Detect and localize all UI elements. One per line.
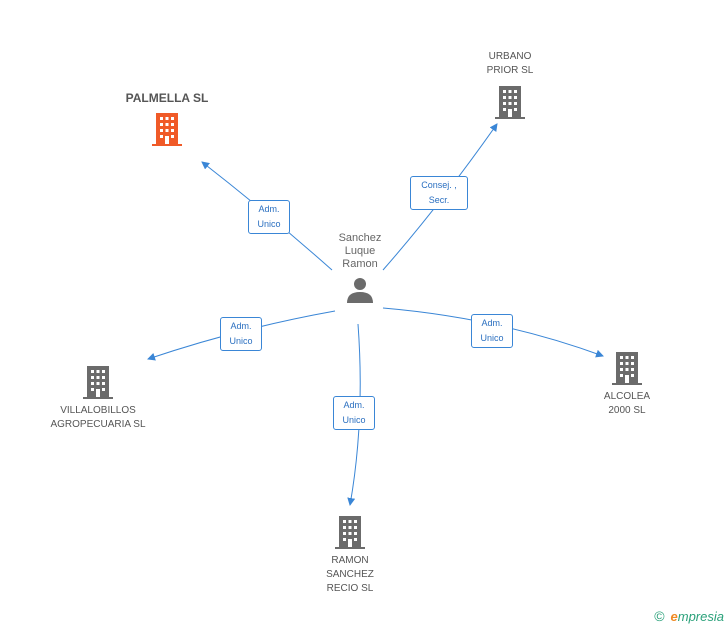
- company-node-alcolea[interactable]: ALCOLEA 2000 SL: [587, 350, 667, 418]
- company-name: RAMON SANCHEZ RECIO SL: [326, 555, 374, 594]
- role-label-ramon: Adm. Unico: [333, 396, 375, 430]
- brand-logo-text: mpresia: [677, 609, 724, 624]
- role-label-villalobillos: Adm. Unico: [220, 317, 262, 351]
- company-node-ramon[interactable]: RAMON SANCHEZ RECIO SL: [310, 514, 390, 596]
- copyright-symbol: ©: [654, 608, 665, 624]
- company-node-villalobillos[interactable]: VILLALOBILLOS AGROPECUARIA SL: [38, 364, 158, 432]
- role-label-urbano: Consej. , Secr.: [410, 176, 468, 210]
- company-name: VILLALOBILLOS AGROPECUARIA SL: [50, 405, 146, 430]
- role-label-alcolea: Adm. Unico: [471, 314, 513, 348]
- company-name: PALMELLA SL: [125, 91, 209, 105]
- building-icon: [335, 516, 365, 549]
- building-icon: [495, 86, 525, 119]
- brand-logo-e: e: [670, 609, 678, 624]
- building-icon: [152, 113, 182, 146]
- person-name: Sanchez Luque Ramon: [338, 232, 382, 270]
- brand-footer: © empresia: [654, 608, 724, 624]
- role-label-palmella: Adm. Unico: [248, 200, 290, 234]
- building-icon: [83, 366, 113, 399]
- company-name: ALCOLEA 2000 SL: [603, 391, 651, 416]
- building-icon: [612, 352, 642, 385]
- company-node-urbano[interactable]: URBANO PRIOR SL: [470, 50, 550, 120]
- company-name: URBANO PRIOR SL: [486, 51, 534, 76]
- person-node[interactable]: Sanchez Luque Ramon: [325, 232, 395, 305]
- person-icon: [347, 278, 373, 303]
- company-node-palmella[interactable]: PALMELLA SL: [107, 91, 227, 147]
